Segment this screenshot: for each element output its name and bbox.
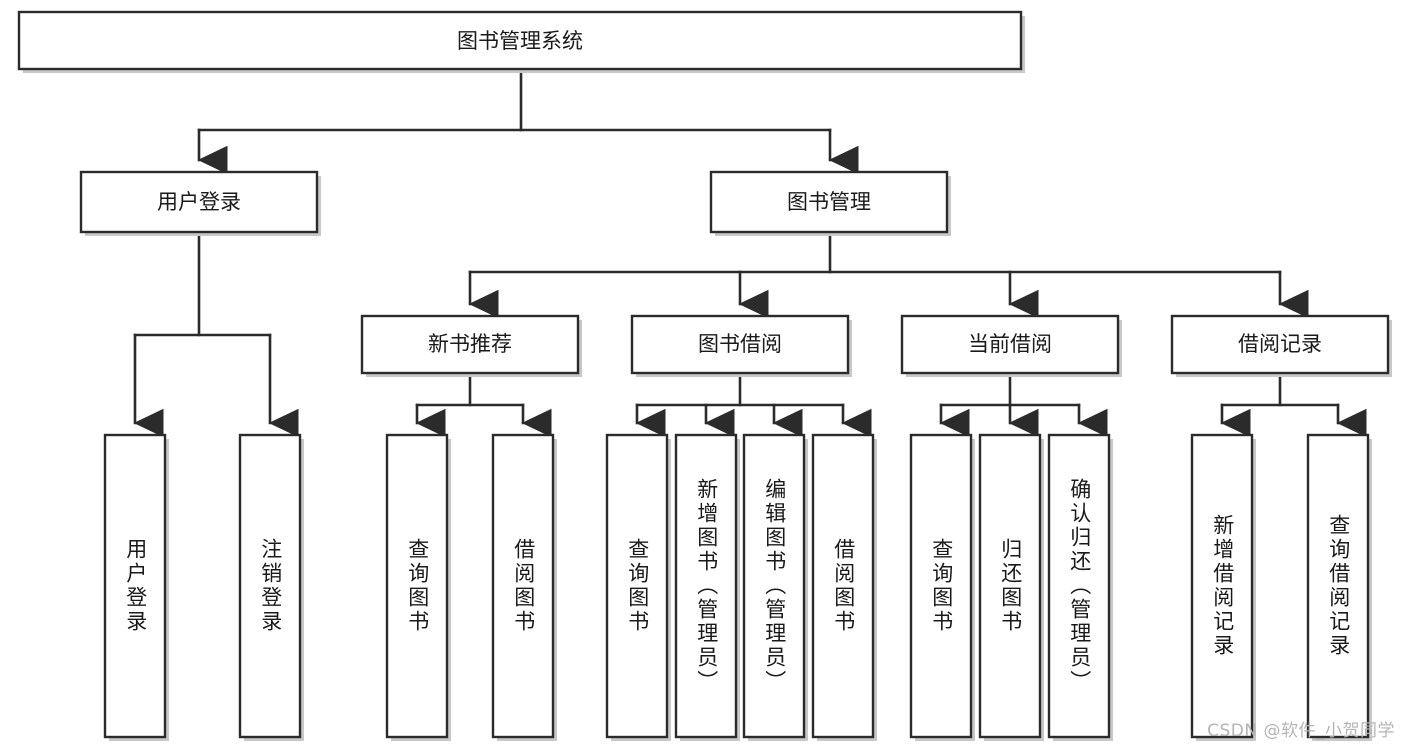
- node-book-borrow-label: 图书借阅: [698, 332, 782, 356]
- leaf-node[interactable]: [1306, 433, 1372, 741]
- leaf-node[interactable]: [1190, 433, 1256, 741]
- node-new-book-recommend[interactable]: 新书推荐: [360, 314, 582, 377]
- leaf-node[interactable]: [103, 433, 169, 741]
- node-root[interactable]: 图书管理系统: [17, 10, 1025, 73]
- leaf-node[interactable]: [605, 433, 671, 741]
- node-root-label: 图书管理系统: [457, 29, 583, 53]
- node-user-login-label: 用户登录: [157, 190, 241, 214]
- leaf-node-group: [103, 433, 1372, 741]
- node-borrow-record[interactable]: 借阅记录: [1170, 314, 1392, 377]
- leaf-node[interactable]: [674, 433, 740, 741]
- leaf-node[interactable]: [1047, 433, 1113, 741]
- node-new-book-recommend-label: 新书推荐: [428, 332, 512, 356]
- leaf-node[interactable]: [742, 433, 808, 741]
- node-book-manage[interactable]: 图书管理: [709, 170, 951, 236]
- node-user-login[interactable]: 用户登录: [79, 170, 321, 236]
- node-book-manage-label: 图书管理: [787, 190, 871, 214]
- leaf-node[interactable]: [385, 433, 451, 741]
- node-current-borrow[interactable]: 当前借阅: [900, 314, 1122, 377]
- leaf-node[interactable]: [811, 433, 877, 741]
- leaf-node[interactable]: [491, 433, 557, 741]
- leaf-node[interactable]: [909, 433, 975, 741]
- node-current-borrow-label: 当前借阅: [968, 332, 1052, 356]
- node-book-borrow[interactable]: 图书借阅: [630, 314, 852, 377]
- connector-group: [133, 67, 1367, 438]
- leaf-node[interactable]: [978, 433, 1044, 741]
- node-borrow-record-label: 借阅记录: [1238, 332, 1322, 356]
- csdn-watermark: CSDN @软件_小贺同学: [1207, 721, 1395, 741]
- leaf-node[interactable]: [238, 433, 304, 741]
